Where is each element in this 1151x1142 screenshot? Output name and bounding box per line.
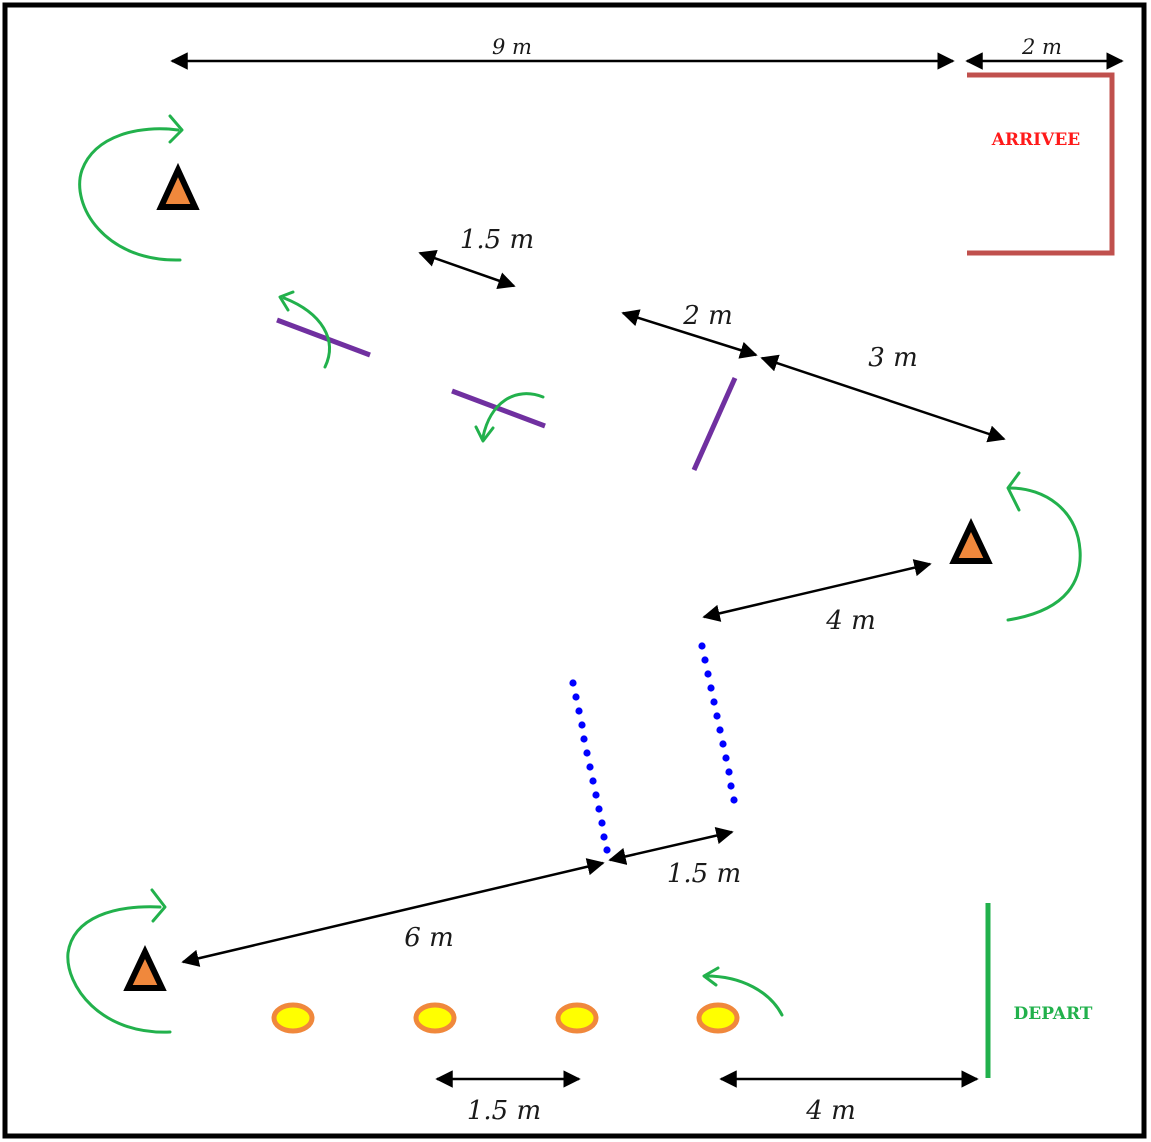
hurdle-2: [451, 388, 546, 429]
hurdle-1: [276, 317, 371, 358]
flat-disc-marker-icon: [271, 1002, 315, 1034]
arrow-ladder-to-cone: [181, 858, 605, 967]
curved-turn-arrow-icon: [474, 392, 545, 443]
label-hurdle-gap-1: 1.5 m: [460, 225, 534, 255]
finish-zone: ARRIVEE: [967, 72, 1115, 256]
arrow-hurdle-to-cone: [760, 354, 1006, 443]
flat-disc-marker-icon: [413, 1002, 457, 1034]
flat-disc-marker-icon: [555, 1002, 599, 1034]
arrow-cone-to-ladder: [702, 559, 932, 622]
label-ladder-to-cone: 6 m: [404, 923, 453, 953]
dimension-arrows: [170, 52, 1124, 1088]
discs: [271, 1002, 740, 1034]
curved-turn-arrow-icon: [66, 888, 172, 1034]
ladder-dots: [569, 642, 738, 854]
cones: [123, 162, 993, 991]
label-cone-to-ladder: 4 m: [825, 606, 875, 636]
ladder-line-right: [698, 642, 738, 804]
triangle-cone-icon: [156, 162, 200, 210]
hurdles: [276, 317, 738, 472]
triangle-cone-icon: [123, 944, 167, 991]
curved-turn-arrow-icon: [702, 966, 784, 1017]
finish-frame: [967, 72, 1115, 256]
dimension-labels: 9 m 2 m 1.5 m 2 m 3 m 4 m 1.5 m 6 m 1.5 …: [404, 35, 1062, 1126]
curved-turn-arrow-icon: [1006, 471, 1082, 622]
label-hurdle-gap-2: 2 m: [682, 301, 732, 331]
arrow-ladder-gap: [608, 826, 734, 866]
hurdle-3: [691, 376, 738, 472]
ladder-line-left: [569, 679, 611, 854]
arrow-hurdle-gap-2: [621, 309, 758, 359]
curved-turn-arrow-icon: [278, 290, 331, 369]
label-disc-spacing: 1.5 m: [467, 1096, 541, 1126]
label-hurdle-to-cone: 3 m: [868, 343, 917, 373]
arrow-hurdle-gap-1: [418, 249, 516, 290]
label-start-to-disc: 4 m: [805, 1096, 855, 1126]
label-top-width: 9 m: [492, 35, 532, 59]
finish-label: ARRIVEE: [991, 130, 1081, 150]
label-finish-width: 2 m: [1021, 35, 1062, 59]
start-zone: DEPART: [985, 903, 1093, 1078]
label-ladder-gap: 1.5 m: [667, 859, 741, 889]
start-label: DEPART: [1014, 1004, 1093, 1024]
curved-turn-arrow-icon: [78, 114, 184, 262]
turn-arrows: [66, 114, 1082, 1034]
triangle-cone-icon: [949, 517, 993, 564]
flat-disc-marker-icon: [696, 1002, 740, 1034]
